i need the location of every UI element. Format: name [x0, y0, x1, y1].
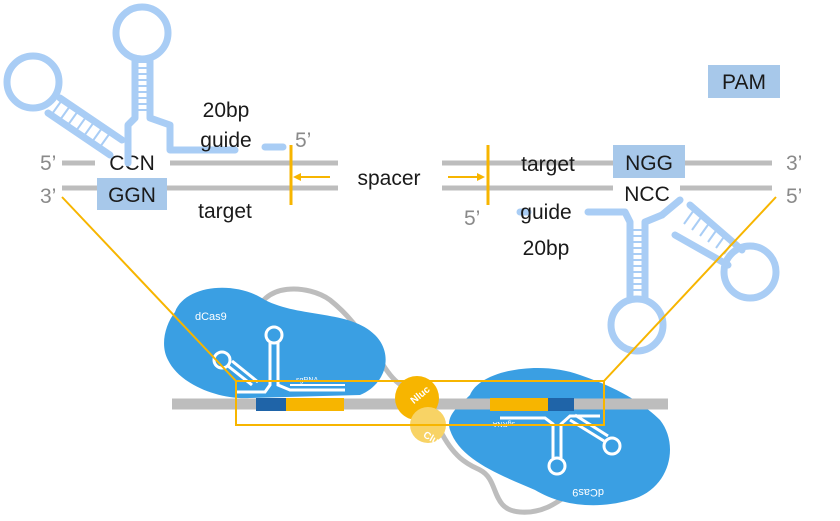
left-bottom-3prime: 3’ [40, 185, 56, 208]
right-guide-5prime: 5’ [464, 207, 480, 230]
pam-legend-label: PAM [722, 71, 766, 94]
left-protospacer [286, 398, 344, 411]
pam-legend-box [708, 65, 780, 98]
left-seed-dark [256, 398, 286, 411]
left-sgrna-top-loop [112, 3, 172, 63]
right-mini-sgrna [500, 413, 622, 476]
right-target-label: target [521, 153, 575, 176]
ngg-pam-box [613, 145, 685, 178]
right-protospacer [490, 398, 548, 411]
complex-highlight-box [235, 380, 605, 426]
right-sgrna-bottom-loop [607, 295, 667, 355]
right-mini-sgrna-label: sgRNA [492, 420, 515, 427]
left-sgrna-side-loop [3, 52, 63, 112]
right-guide-label: guide [520, 201, 571, 224]
left-guide-5prime: 5’ [295, 129, 311, 152]
right-sgrna-side-loop [720, 242, 780, 302]
ccn-label: CCN [109, 152, 155, 175]
ncc-label: NCC [624, 183, 670, 206]
left-guide-length: 20bp [203, 99, 250, 122]
ngg-label: NGG [625, 152, 673, 175]
dcas9-left-label: dCas9 [195, 311, 227, 323]
ggn-label: GGN [108, 184, 156, 207]
spacer-label: spacer [357, 167, 420, 190]
left-sgrna [3, 3, 287, 167]
zoom-line-right [603, 196, 777, 382]
right-sgrna [516, 196, 780, 355]
ggn-pam-box [97, 178, 167, 210]
right-top-3prime: 3’ [786, 152, 802, 175]
spacer-marker-right [448, 145, 490, 205]
zoom-line-left [61, 196, 237, 382]
left-target-label: target [198, 200, 252, 223]
dcas9-right-label: dCas9 [572, 486, 604, 498]
right-guide-length: 20bp [523, 237, 570, 260]
spacer-marker-left [289, 145, 330, 205]
left-top-5prime: 5’ [40, 152, 56, 175]
right-bottom-5prime: 5’ [786, 185, 802, 208]
right-seed-dark [548, 398, 574, 411]
left-guide-label: guide [200, 129, 251, 152]
right-dna-duplex [442, 160, 772, 191]
